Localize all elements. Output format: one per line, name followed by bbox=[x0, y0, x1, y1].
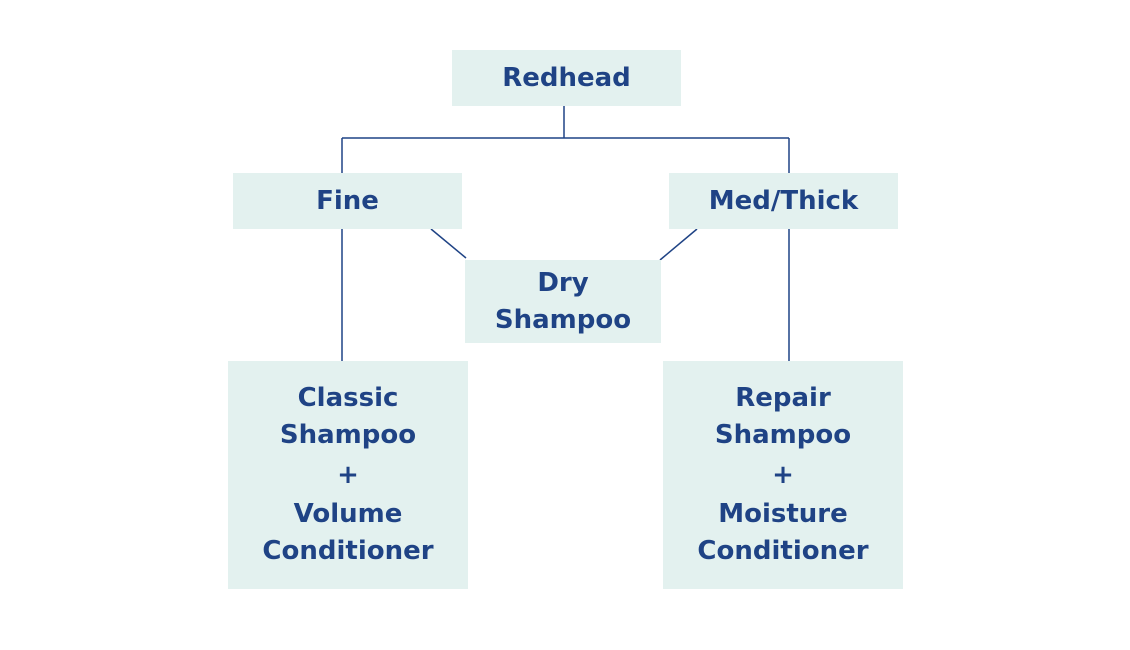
classic-volume-node: Classic Shampoo + Volume Conditioner bbox=[228, 361, 468, 589]
connector-thick-to-dry bbox=[659, 228, 698, 261]
root-node: Redhead bbox=[452, 50, 681, 106]
root-node-label: Redhead bbox=[502, 62, 631, 93]
repair-moisture-node: Repair Shampoo + Moisture Conditioner bbox=[663, 361, 903, 589]
classic-line3: Volume bbox=[293, 499, 403, 529]
connector-fine-to-dry bbox=[430, 228, 467, 259]
repair-plus: + bbox=[772, 460, 794, 490]
classic-plus: + bbox=[337, 460, 359, 490]
thick-node: Med/Thick bbox=[669, 173, 898, 229]
repair-line1: Repair bbox=[735, 383, 831, 413]
classic-line4: Conditioner bbox=[262, 536, 434, 566]
fine-node-label: Fine bbox=[316, 185, 379, 216]
classic-line2: Shampoo bbox=[279, 420, 417, 450]
dry-shampoo-node: Dry Shampoo bbox=[465, 260, 661, 343]
repair-line3: Moisture bbox=[718, 499, 848, 529]
repair-line4: Conditioner bbox=[697, 536, 869, 566]
dry-shampoo-line1: Dry bbox=[537, 267, 589, 298]
classic-line1: Classic bbox=[297, 383, 399, 413]
repair-line2: Shampoo bbox=[714, 420, 852, 450]
fine-node: Fine bbox=[233, 173, 462, 229]
thick-node-label: Med/Thick bbox=[708, 185, 859, 216]
dry-shampoo-line2: Shampoo bbox=[494, 304, 632, 335]
